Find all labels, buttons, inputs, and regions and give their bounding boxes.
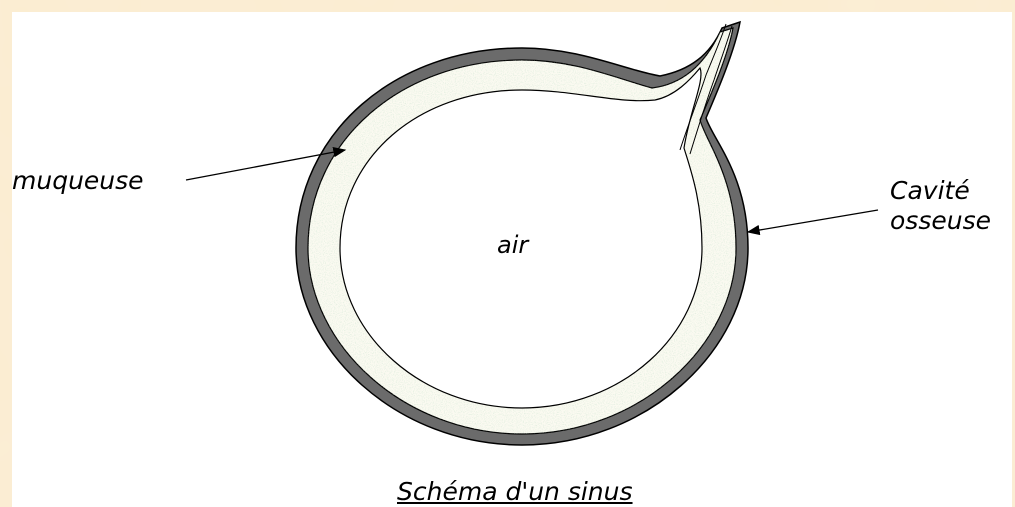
mucosa-label: muqueuse (12, 166, 144, 196)
diagram-caption: Schéma d'un sinus (397, 477, 633, 507)
bony-cavity-arrow (748, 210, 878, 232)
air-label: air (497, 230, 528, 260)
bony-cavity-label-line1: Cavité (890, 176, 991, 206)
bony-cavity-label: Cavité osseuse (890, 176, 991, 236)
bony-cavity-label-line2: osseuse (890, 206, 991, 236)
